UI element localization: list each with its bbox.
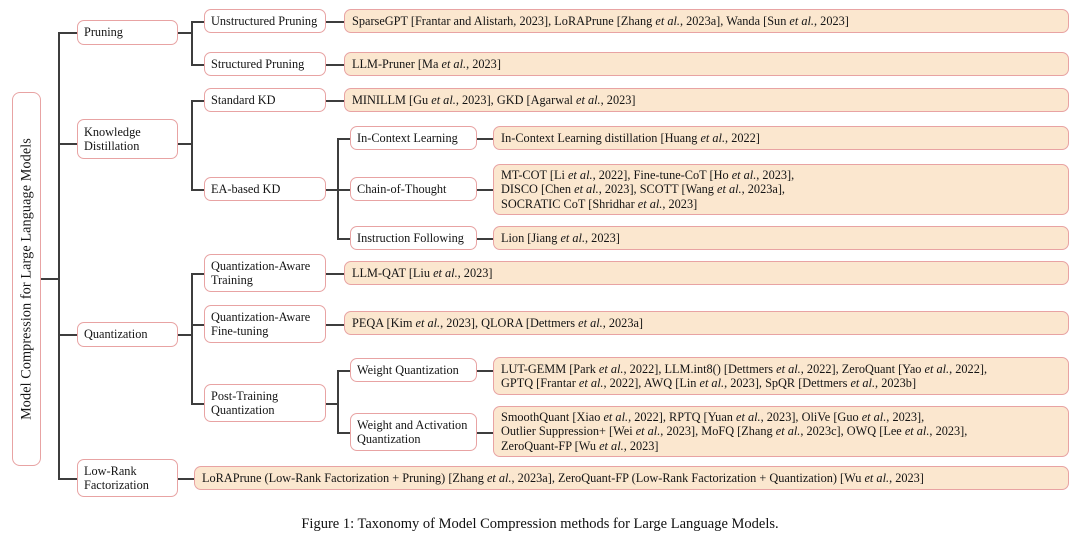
connector-lrf-to-leaf xyxy=(178,478,195,480)
leaf-weight-quantization-methods[interactable]: LUT-GEMM [Park et al., 2022], LLM.int8()… xyxy=(493,357,1069,395)
node-in-context-learning-label: In-Context Learning xyxy=(357,130,458,145)
connector-kd-spine xyxy=(191,100,193,190)
leaf-quantization-aware-finetuning-methods[interactable]: PEQA [Kim et al., 2023], QLORA [Dettmers… xyxy=(344,311,1069,335)
node-post-training-quantization-label: Post-Training Quantization xyxy=(211,388,279,418)
leaf-instruction-following-methods[interactable]: Lion [Jiang et al., 2023] xyxy=(493,226,1069,250)
leaf-low-rank-factorization-methods[interactable]: LoRAPrune (Low-Rank Factorization + Prun… xyxy=(194,466,1069,490)
leaf-quantization-aware-training-methods[interactable]: LLM-QAT [Liu et al., 2023] xyxy=(344,261,1069,285)
connector-quant-spine xyxy=(191,273,193,404)
connector-quant-to-qaft xyxy=(191,324,204,326)
node-knowledge-distillation-label: Knowledge Distillation xyxy=(84,124,141,154)
connector-spine-to-quantization xyxy=(58,334,77,336)
connector-pruning-to-structured xyxy=(191,64,204,66)
node-quantization-aware-finetuning[interactable]: Quantization-Aware Fine-tuning xyxy=(204,305,326,343)
connector-quant-to-qat xyxy=(191,273,204,275)
node-structured-pruning-label: Structured Pruning xyxy=(211,56,305,71)
connector-pruning-spine xyxy=(191,21,193,66)
node-weight-and-activation-quantization[interactable]: Weight and Activation Quantization xyxy=(350,413,477,451)
connector-qaft-to-leaf xyxy=(326,324,345,326)
connector-pruning-out xyxy=(178,32,192,34)
connector-unstructured-to-leaf xyxy=(326,21,345,23)
connector-qat-to-leaf xyxy=(326,273,345,275)
connector-icl-to-leaf xyxy=(477,138,494,140)
connector-ea-based-spine xyxy=(337,138,339,239)
root-node-model-compression: Model Compression for Large Language Mod… xyxy=(12,92,41,466)
node-quantization-label: Quantization xyxy=(84,327,148,342)
connector-ptq-out xyxy=(326,403,338,405)
connector-ea-to-cot xyxy=(337,189,350,191)
connector-ea-based-out xyxy=(326,189,338,191)
figure-caption: Figure 1: Taxonomy of Model Compression … xyxy=(301,516,779,532)
connector-quant-to-ptq xyxy=(191,403,204,405)
node-knowledge-distillation[interactable]: Knowledge Distillation xyxy=(77,119,178,159)
connector-root-spine xyxy=(58,32,60,478)
connector-spine-to-pruning xyxy=(58,32,77,34)
connector-weight-act-quant-to-leaf xyxy=(477,432,494,434)
leaf-chain-of-thought-methods[interactable]: MT-COT [Li et al., 2022], Fine-tune-CoT … xyxy=(493,164,1069,215)
leaf-standard-kd-methods[interactable]: MINILLM [Gu et al., 2023], GKD [Agarwal … xyxy=(344,88,1069,112)
leaf-unstructured-pruning-methods-text: SparseGPT [Frantar and Alistarh, 2023], … xyxy=(352,13,849,28)
connector-root-stem xyxy=(41,278,59,280)
node-weight-and-activation-quantization-label: Weight and Activation Quantization xyxy=(357,417,468,447)
node-unstructured-pruning-label: Unstructured Pruning xyxy=(211,13,318,28)
node-standard-kd-label: Standard KD xyxy=(211,92,276,107)
connector-spine-to-knowledge-distillation xyxy=(58,143,77,145)
node-pruning[interactable]: Pruning xyxy=(77,20,178,45)
leaf-low-rank-factorization-methods-text: LoRAPrune (Low-Rank Factorization + Prun… xyxy=(202,470,924,485)
node-ea-based-kd-label: EA-based KD xyxy=(211,181,281,196)
node-low-rank-factorization[interactable]: Low-Rank Factorization xyxy=(77,459,178,497)
leaf-weight-and-activation-quantization-methods[interactable]: SmoothQuant [Xiao et al., 2022], RPTQ [Y… xyxy=(493,406,1069,457)
connector-kd-out xyxy=(178,143,192,145)
connector-ea-to-if xyxy=(337,238,350,240)
node-instruction-following[interactable]: Instruction Following xyxy=(350,226,477,250)
connector-quant-out xyxy=(178,334,192,336)
node-pruning-label: Pruning xyxy=(84,25,123,40)
node-post-training-quantization[interactable]: Post-Training Quantization xyxy=(204,384,326,422)
connector-kd-to-ea-based xyxy=(191,189,204,191)
leaf-in-context-learning-methods[interactable]: In-Context Learning distillation [Huang … xyxy=(493,126,1069,150)
connector-spine-to-low-rank-factorization xyxy=(58,478,77,480)
leaf-weight-and-activation-quantization-methods-text: SmoothQuant [Xiao et al., 2022], RPTQ [Y… xyxy=(501,409,968,453)
leaf-standard-kd-methods-text: MINILLM [Gu et al., 2023], GKD [Agarwal … xyxy=(352,92,636,107)
node-standard-kd[interactable]: Standard KD xyxy=(204,88,326,112)
node-quantization-aware-training-label: Quantization-Aware Training xyxy=(211,258,311,288)
connector-weight-quant-to-leaf xyxy=(477,370,494,372)
node-quantization-aware-finetuning-label: Quantization-Aware Fine-tuning xyxy=(211,309,311,339)
node-weight-quantization[interactable]: Weight Quantization xyxy=(350,358,477,382)
leaf-unstructured-pruning-methods[interactable]: SparseGPT [Frantar and Alistarh, 2023], … xyxy=(344,9,1069,33)
leaf-structured-pruning-methods[interactable]: LLM-Pruner [Ma et al., 2023] xyxy=(344,52,1069,76)
node-structured-pruning[interactable]: Structured Pruning xyxy=(204,52,326,76)
leaf-weight-quantization-methods-text: LUT-GEMM [Park et al., 2022], LLM.int8()… xyxy=(501,361,988,391)
connector-ea-to-icl xyxy=(337,138,350,140)
leaf-instruction-following-methods-text: Lion [Jiang et al., 2023] xyxy=(501,230,620,245)
leaf-chain-of-thought-methods-text: MT-COT [Li et al., 2022], Fine-tune-CoT … xyxy=(501,167,795,211)
node-chain-of-thought-label: Chain-of-Thought xyxy=(357,181,447,196)
connector-kd-to-standard xyxy=(191,100,204,102)
connector-if-to-leaf xyxy=(477,238,494,240)
connector-ptq-to-weight-act-quant xyxy=(337,432,350,434)
connector-ptq-to-weight-quant xyxy=(337,370,350,372)
connector-cot-to-leaf xyxy=(477,189,494,191)
node-ea-based-kd[interactable]: EA-based KD xyxy=(204,177,326,201)
node-weight-quantization-label: Weight Quantization xyxy=(357,362,459,377)
node-instruction-following-label: Instruction Following xyxy=(357,230,464,245)
root-node-label: Model Compression for Large Language Mod… xyxy=(18,138,34,420)
node-in-context-learning[interactable]: In-Context Learning xyxy=(350,126,477,150)
node-unstructured-pruning[interactable]: Unstructured Pruning xyxy=(204,9,326,33)
leaf-structured-pruning-methods-text: LLM-Pruner [Ma et al., 2023] xyxy=(352,56,501,71)
connector-pruning-to-unstructured xyxy=(191,21,204,23)
node-chain-of-thought[interactable]: Chain-of-Thought xyxy=(350,177,477,201)
connector-structured-to-leaf xyxy=(326,64,345,66)
connector-ptq-spine xyxy=(337,370,339,433)
node-low-rank-factorization-label: Low-Rank Factorization xyxy=(84,463,149,493)
node-quantization-aware-training[interactable]: Quantization-Aware Training xyxy=(204,254,326,292)
node-quantization[interactable]: Quantization xyxy=(77,322,178,347)
connector-standard-kd-to-leaf xyxy=(326,100,345,102)
leaf-in-context-learning-methods-text: In-Context Learning distillation [Huang … xyxy=(501,130,760,145)
leaf-quantization-aware-finetuning-methods-text: PEQA [Kim et al., 2023], QLORA [Dettmers… xyxy=(352,315,644,330)
leaf-quantization-aware-training-methods-text: LLM-QAT [Liu et al., 2023] xyxy=(352,265,493,280)
